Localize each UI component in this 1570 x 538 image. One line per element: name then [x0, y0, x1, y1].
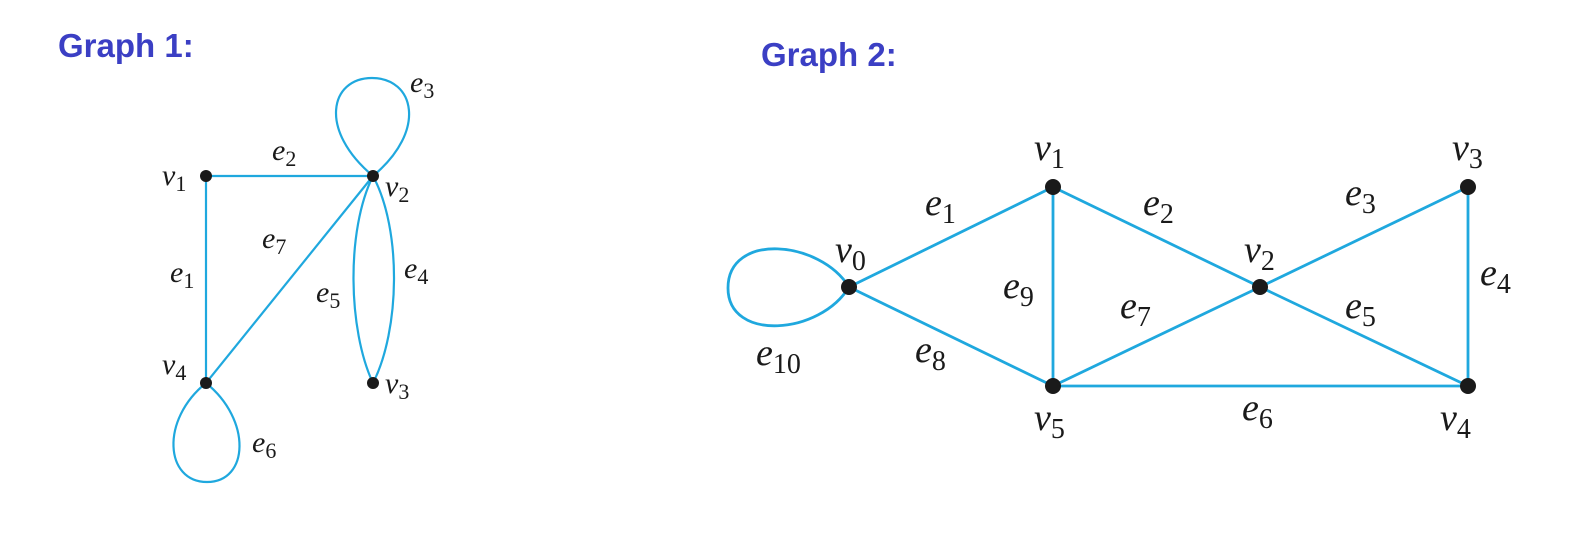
graph2-label-e6: e6 [1242, 387, 1273, 435]
graph1-edge-e4 [372, 175, 396, 384]
graph1-label-e2: e2 [272, 134, 296, 171]
graph2-label-e3: e3 [1345, 172, 1376, 220]
graph2-edge-e7 [1052, 285, 1261, 388]
graph2-edge-e2 [1052, 185, 1261, 289]
graph2-label-e7: e7 [1120, 285, 1151, 333]
graph2-edge-e10 [726, 247, 851, 328]
graph1-label-e5: e5 [316, 276, 340, 313]
graph2-vertex-v4 [1460, 378, 1476, 394]
graph2-edge-e3 [1259, 185, 1469, 289]
graph1-edge-e7 [205, 175, 374, 384]
graph2-edge-e1 [848, 185, 1054, 289]
graph1-label-v3: v3 [385, 367, 409, 404]
graph1-label-e4: e4 [404, 252, 428, 289]
graph2-label-e4: e4 [1480, 252, 1511, 300]
graph1-vertex-v4 [200, 377, 212, 389]
graph2-edge-e8 [848, 285, 1054, 388]
graph2-label-v2: v2 [1244, 229, 1275, 277]
graph2-label-v4: v4 [1440, 397, 1471, 445]
graph1-label-v2: v2 [385, 170, 409, 207]
graph1-edge-e3 [334, 76, 411, 177]
graph2-label-v5: v5 [1034, 397, 1065, 445]
graph2-vertex-v1 [1045, 179, 1061, 195]
graph2-vertex-v3 [1460, 179, 1476, 195]
graph2-label-v0: v0 [835, 229, 866, 277]
graph2-label-e5: e5 [1345, 285, 1376, 333]
graph2-label-e8: e8 [915, 329, 946, 377]
graph1-vertex-v3 [367, 377, 379, 389]
graph2-label-e2: e2 [1143, 182, 1174, 230]
graph2-vertex-v2 [1252, 279, 1268, 295]
graph1-label-e6: e6 [252, 426, 276, 463]
graph1-vertex-v2 [367, 170, 379, 182]
graph2-label-e1: e1 [925, 182, 956, 230]
graph1-label-v4: v4 [162, 348, 186, 385]
graph2-label-e10: e10 [756, 332, 801, 380]
graph1-edge-e5 [352, 175, 374, 384]
graph-1-title: Graph 1: [58, 27, 194, 64]
graph2-edge-e5 [1259, 285, 1469, 388]
graph1-vertex-v1 [200, 170, 212, 182]
graph1-label-v1: v1 [162, 159, 186, 196]
graph-2-title: Graph 2: [761, 36, 897, 73]
graph1-label-e7: e7 [262, 222, 286, 259]
graph-2: v0 v1 v2 v3 v4 v5 e1 e2 e3 e4 e5 e6 e7 e… [726, 127, 1511, 445]
graph2-label-v3: v3 [1452, 127, 1483, 175]
graph2-label-e9: e9 [1003, 265, 1034, 313]
graph1-label-e1: e1 [170, 256, 194, 293]
graph2-vertex-v0 [841, 279, 857, 295]
graph2-label-v1: v1 [1034, 127, 1065, 175]
graph1-label-e3: e3 [410, 66, 434, 103]
graph1-edge-e6 [172, 382, 241, 484]
graph-1: v1 v2 v3 v4 e1 e2 e3 e4 e5 e6 e7 [162, 66, 434, 484]
graph2-vertex-v5 [1045, 378, 1061, 394]
